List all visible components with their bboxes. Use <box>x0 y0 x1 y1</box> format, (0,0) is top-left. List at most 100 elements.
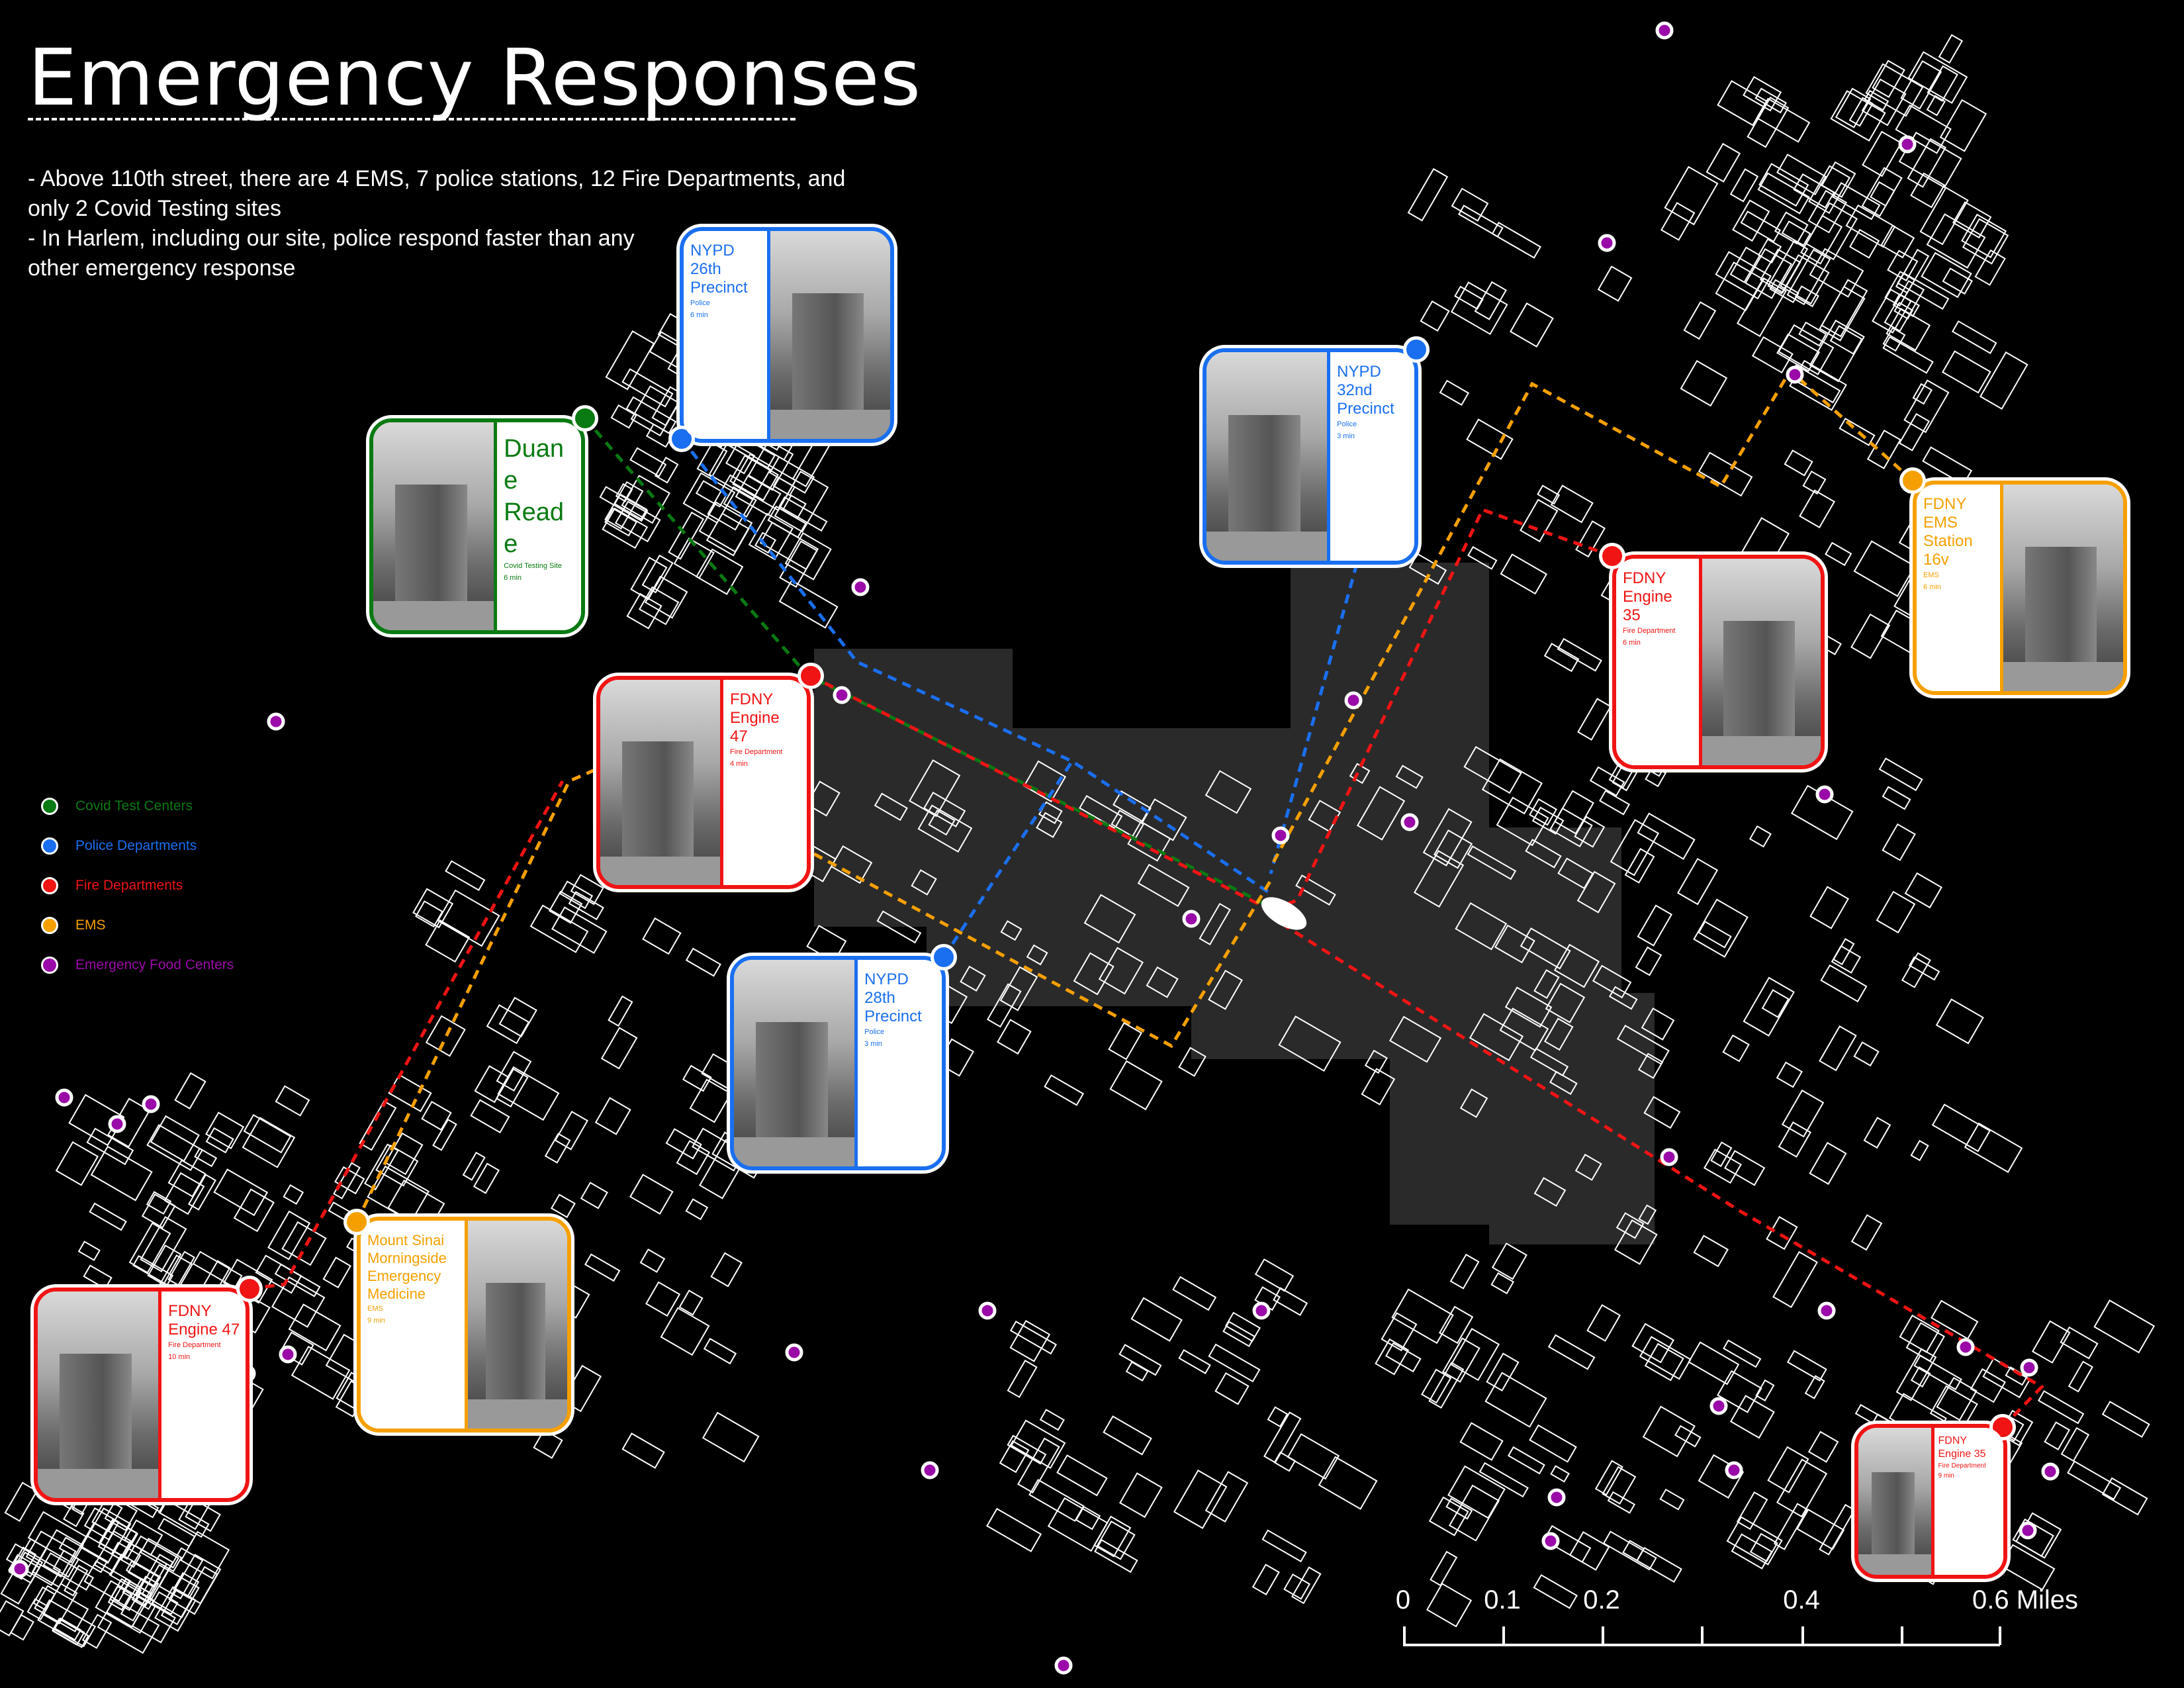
building-outline <box>1484 1372 1547 1428</box>
building-outline <box>986 1507 1042 1552</box>
food-center-dot-icon[interactable] <box>833 686 851 704</box>
food-center-dot-icon[interactable] <box>2020 1358 2038 1377</box>
food-center-dot-icon[interactable] <box>1271 826 1290 845</box>
building-outline <box>1941 350 1991 394</box>
station-card[interactable]: NYPD 32nd Precinct Police 3 min <box>1203 348 1418 565</box>
building-outline <box>1010 1419 1066 1470</box>
station-card[interactable]: NYPD 28th Precinct Police 3 min <box>730 956 946 1170</box>
building-outline <box>1693 898 1749 958</box>
building-outline <box>1525 839 1562 868</box>
food-center-dot-icon[interactable] <box>2019 1521 2037 1540</box>
building-outline <box>5 1543 62 1586</box>
food-center-dot-icon[interactable] <box>1660 1148 1678 1166</box>
station-card[interactable]: FDNY Engine 35 Fire Department 9 min <box>1854 1424 2007 1579</box>
station-card[interactable]: FDNY Engine 47 Fire Department 4 min <box>596 676 811 889</box>
building-outline <box>1876 890 1916 934</box>
food-center-dot-icon[interactable] <box>1956 1338 1975 1356</box>
food-center-dot-icon[interactable] <box>11 1560 29 1578</box>
building-outline <box>1861 78 1907 126</box>
station-card[interactable]: FDNY Engine 47 Fire Department 10 min <box>34 1288 250 1502</box>
food-center-dot-icon[interactable] <box>1709 1397 1728 1415</box>
building-outline <box>1520 927 1571 970</box>
food-center-dot-icon[interactable] <box>279 1345 297 1364</box>
building-outline <box>1931 1103 1991 1152</box>
ems-dot-icon <box>41 917 58 934</box>
station-card[interactable]: Mount Sinai Morningside Emergency Medici… <box>357 1217 571 1432</box>
building-outline <box>1507 1446 1545 1475</box>
food-center-dot-icon[interactable] <box>267 712 285 731</box>
building-outline <box>1688 1341 1740 1385</box>
building-outline <box>1907 51 1968 104</box>
route-line <box>1270 507 1613 912</box>
building-outline <box>630 385 680 437</box>
station-name: FDNY Engine 35 <box>1938 1435 1986 1460</box>
building-outline <box>1831 945 1862 974</box>
food-center-dot-icon[interactable] <box>978 1301 997 1320</box>
food-center-dot-icon[interactable] <box>921 1461 939 1479</box>
building-outline <box>1766 1216 1798 1250</box>
food-center-dot-icon[interactable] <box>1547 1488 1566 1507</box>
building-outline <box>1474 281 1507 320</box>
food-center-dot-icon[interactable] <box>1344 691 1363 710</box>
route-line <box>813 852 1273 1049</box>
building-outline <box>1273 1451 1297 1472</box>
building-outline <box>474 1065 510 1103</box>
station-pin-icon[interactable] <box>668 426 695 452</box>
building-outline <box>322 1256 351 1289</box>
building-outline <box>639 1248 666 1273</box>
food-center-dot-icon[interactable] <box>1817 1301 1836 1320</box>
food-center-dot-icon[interactable] <box>1054 1656 1073 1675</box>
scale-bar: 0 0.1 0.2 0.4 0.6 Miles <box>1390 1585 2078 1665</box>
building-outline <box>1715 261 1764 312</box>
building-outline <box>97 1598 160 1654</box>
station-card[interactable]: FDNY EMS Station 16v EMS 6 min <box>1913 481 2127 695</box>
building-outline <box>146 1124 203 1172</box>
building-outline <box>1615 1212 1645 1239</box>
building-outline <box>1391 1288 1454 1344</box>
building-outline <box>608 995 633 1027</box>
food-center-dot-icon[interactable] <box>1786 365 1804 384</box>
fire-dot-icon <box>41 877 58 894</box>
building-outline <box>1772 1250 1818 1308</box>
building-outline <box>685 947 721 977</box>
food-center-dot-icon[interactable] <box>1725 1461 1743 1479</box>
building-outline <box>445 860 486 892</box>
building-outline <box>462 1151 486 1181</box>
station-card[interactable]: Duane Reade Covid Testing Site 6 min <box>369 418 585 634</box>
building-outline <box>1751 336 1794 374</box>
food-center-dot-icon[interactable] <box>1400 813 1419 831</box>
building-outline <box>141 1193 176 1229</box>
building-outline <box>1096 1520 1136 1560</box>
station-photo <box>1702 559 1821 765</box>
building-outline <box>1726 1516 1783 1566</box>
building-outline <box>1758 163 1809 207</box>
building-outline <box>772 477 796 496</box>
building-outline <box>605 330 655 391</box>
food-center-dot-icon[interactable] <box>1182 910 1201 928</box>
station-card[interactable]: FDNY Engine 35 Fire Department 6 min <box>1612 555 1825 769</box>
page-title: Emergency Responses <box>28 32 922 123</box>
food-center-dot-icon[interactable] <box>1541 1532 1560 1550</box>
food-center-dot-icon[interactable] <box>1598 234 1616 252</box>
food-center-dot-icon[interactable] <box>142 1095 160 1113</box>
building-outline <box>1743 75 1782 112</box>
building-outline <box>1921 252 1972 299</box>
food-center-dot-icon[interactable] <box>55 1088 73 1107</box>
food-center-dot-icon[interactable] <box>851 578 870 596</box>
building-outline <box>1892 293 1920 317</box>
food-center-dot-icon[interactable] <box>1252 1301 1271 1320</box>
food-center-dot-icon[interactable] <box>108 1115 126 1133</box>
building-outline <box>1878 757 1923 792</box>
food-center-dot-icon[interactable] <box>1898 135 1917 154</box>
building-outline <box>1438 1305 1474 1344</box>
building-outline <box>1809 319 1865 383</box>
food-center-dot-icon[interactable] <box>1655 21 1674 40</box>
station-card[interactable]: NYPD 26th Precinct Police 6 min <box>680 227 894 443</box>
building-outline <box>1677 858 1719 906</box>
building-outline <box>243 1114 292 1154</box>
food-center-dot-icon[interactable] <box>1815 785 1834 804</box>
building-outline <box>90 1145 153 1201</box>
food-center-dot-icon[interactable] <box>2041 1462 2060 1481</box>
building-outline <box>568 890 604 921</box>
food-center-dot-icon[interactable] <box>785 1343 803 1362</box>
